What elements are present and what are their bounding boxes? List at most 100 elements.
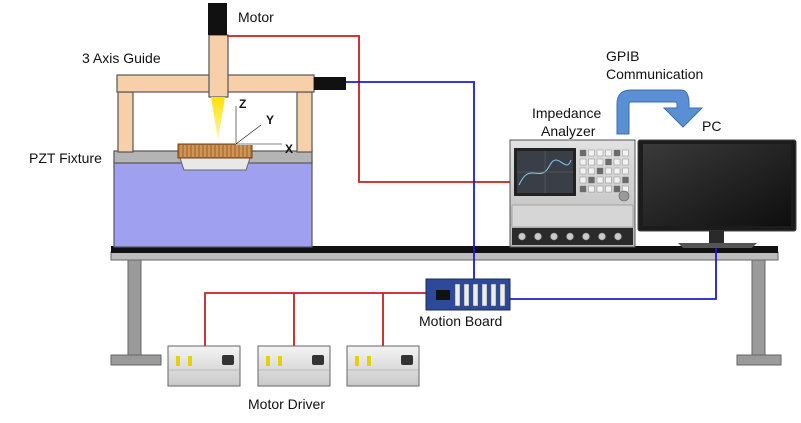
analyzer-knob xyxy=(618,190,630,202)
monitor-neck xyxy=(709,231,724,243)
analyzer-key xyxy=(579,149,587,157)
analyzer-key xyxy=(596,149,604,157)
impedance-label-line1: Impedance xyxy=(532,105,601,121)
pzt-fixture-label: PZT Fixture xyxy=(29,150,102,166)
analyzer-key xyxy=(596,176,604,184)
analyzer-key xyxy=(579,176,587,184)
analyzer-key xyxy=(622,149,629,157)
red-wire xyxy=(204,35,512,347)
blue-wire-guide-to-board xyxy=(346,81,475,282)
analyzer-port xyxy=(582,232,590,241)
analyzer-key xyxy=(588,158,595,166)
frame-post-left xyxy=(117,91,134,153)
analyzer-key xyxy=(596,158,604,166)
blue-wire-board-to-pc xyxy=(510,248,717,300)
driver-led xyxy=(176,356,180,366)
driver-box-icon xyxy=(167,345,241,387)
driver-led xyxy=(188,356,192,366)
driver-led xyxy=(367,356,371,366)
table-leg-left xyxy=(127,257,142,357)
probe-tip xyxy=(211,97,225,140)
analyzer-lower-panel xyxy=(511,204,634,228)
three-axis-guide-frame xyxy=(116,3,346,153)
motor-drivers xyxy=(167,345,420,387)
axis-triad: Z Y X xyxy=(230,97,293,156)
board-connector xyxy=(499,283,506,307)
table-leg-right xyxy=(751,257,766,357)
driver-switch xyxy=(222,355,234,365)
axis-z-label: Z xyxy=(239,97,246,111)
analyzer-port xyxy=(518,232,526,241)
driver-switch xyxy=(312,355,324,365)
motor-driver-label: Motor Driver xyxy=(248,396,325,412)
analyzer-key xyxy=(588,176,595,184)
specimen-stripes xyxy=(180,145,250,157)
axis-x-label: X xyxy=(285,142,293,156)
fixture-base xyxy=(113,161,313,248)
analyzer-key xyxy=(579,158,587,166)
analyzer-port xyxy=(534,232,542,241)
board-connector xyxy=(463,283,470,307)
analyzer-port xyxy=(598,232,606,241)
analyzer-key xyxy=(622,167,629,175)
z-column xyxy=(208,34,229,98)
analyzer-key xyxy=(613,167,621,175)
driver-box-icon xyxy=(346,345,420,387)
motor-label: Motor xyxy=(238,9,274,25)
analyzer-key xyxy=(613,158,621,166)
driver-led xyxy=(278,356,282,366)
table-foot-left xyxy=(110,354,162,366)
gpib-label-line2: Communication xyxy=(606,66,703,82)
motion-board-label: Motion Board xyxy=(419,313,502,329)
frame-side-motor xyxy=(314,77,346,90)
axis-y-label: Y xyxy=(266,113,274,127)
red-wire-motor-to-analyzer xyxy=(227,35,512,183)
driver-box-icon xyxy=(257,345,331,387)
motor-icon xyxy=(208,3,227,35)
driver-switch xyxy=(401,355,413,365)
specimen-holder xyxy=(179,157,251,171)
analyzer-key xyxy=(605,149,612,157)
analyzer-key xyxy=(588,167,595,175)
analyzer-instrument-icon xyxy=(509,139,636,248)
pzt-specimen xyxy=(177,143,253,171)
table xyxy=(110,246,782,366)
table-top xyxy=(111,246,778,253)
pzt-fixture xyxy=(113,150,313,248)
analyzer-port xyxy=(566,232,574,241)
driver-led xyxy=(355,356,359,366)
driver-led xyxy=(266,356,270,366)
red-wire-driver-bus xyxy=(204,292,428,347)
pc-label: PC xyxy=(702,118,721,134)
impedance-label-line2: Analyzer xyxy=(541,123,596,139)
monitor-icon xyxy=(637,139,797,248)
analyzer-key xyxy=(605,185,612,193)
analyzer-key xyxy=(588,185,595,193)
analyzer-key xyxy=(605,158,612,166)
motion-board-connectors xyxy=(454,283,506,307)
axis-y-line-outline xyxy=(235,124,262,145)
three-axis-guide-label: 3 Axis Guide xyxy=(82,50,161,66)
board-connector xyxy=(490,283,497,307)
gpib-arrow xyxy=(616,89,704,135)
analyzer-key xyxy=(596,185,604,193)
frame-post-right xyxy=(296,91,313,153)
table-apron xyxy=(110,251,779,261)
analyzer-key xyxy=(613,176,621,184)
analyzer-key xyxy=(588,149,595,157)
circuit-board-icon xyxy=(425,278,511,311)
motion-board-chip xyxy=(436,290,450,300)
analyzer-key xyxy=(622,176,629,184)
analyzer-trace xyxy=(518,159,572,186)
analyzer-key xyxy=(596,167,604,175)
analyzer-port xyxy=(614,232,622,241)
analyzer-key xyxy=(622,158,629,166)
board-connector xyxy=(481,283,488,307)
board-connector xyxy=(472,283,479,307)
gpib-label-line1: GPIB xyxy=(606,48,639,64)
analyzer-key xyxy=(613,185,621,193)
table-foot-right xyxy=(736,354,782,366)
monitor-stand xyxy=(678,243,757,248)
